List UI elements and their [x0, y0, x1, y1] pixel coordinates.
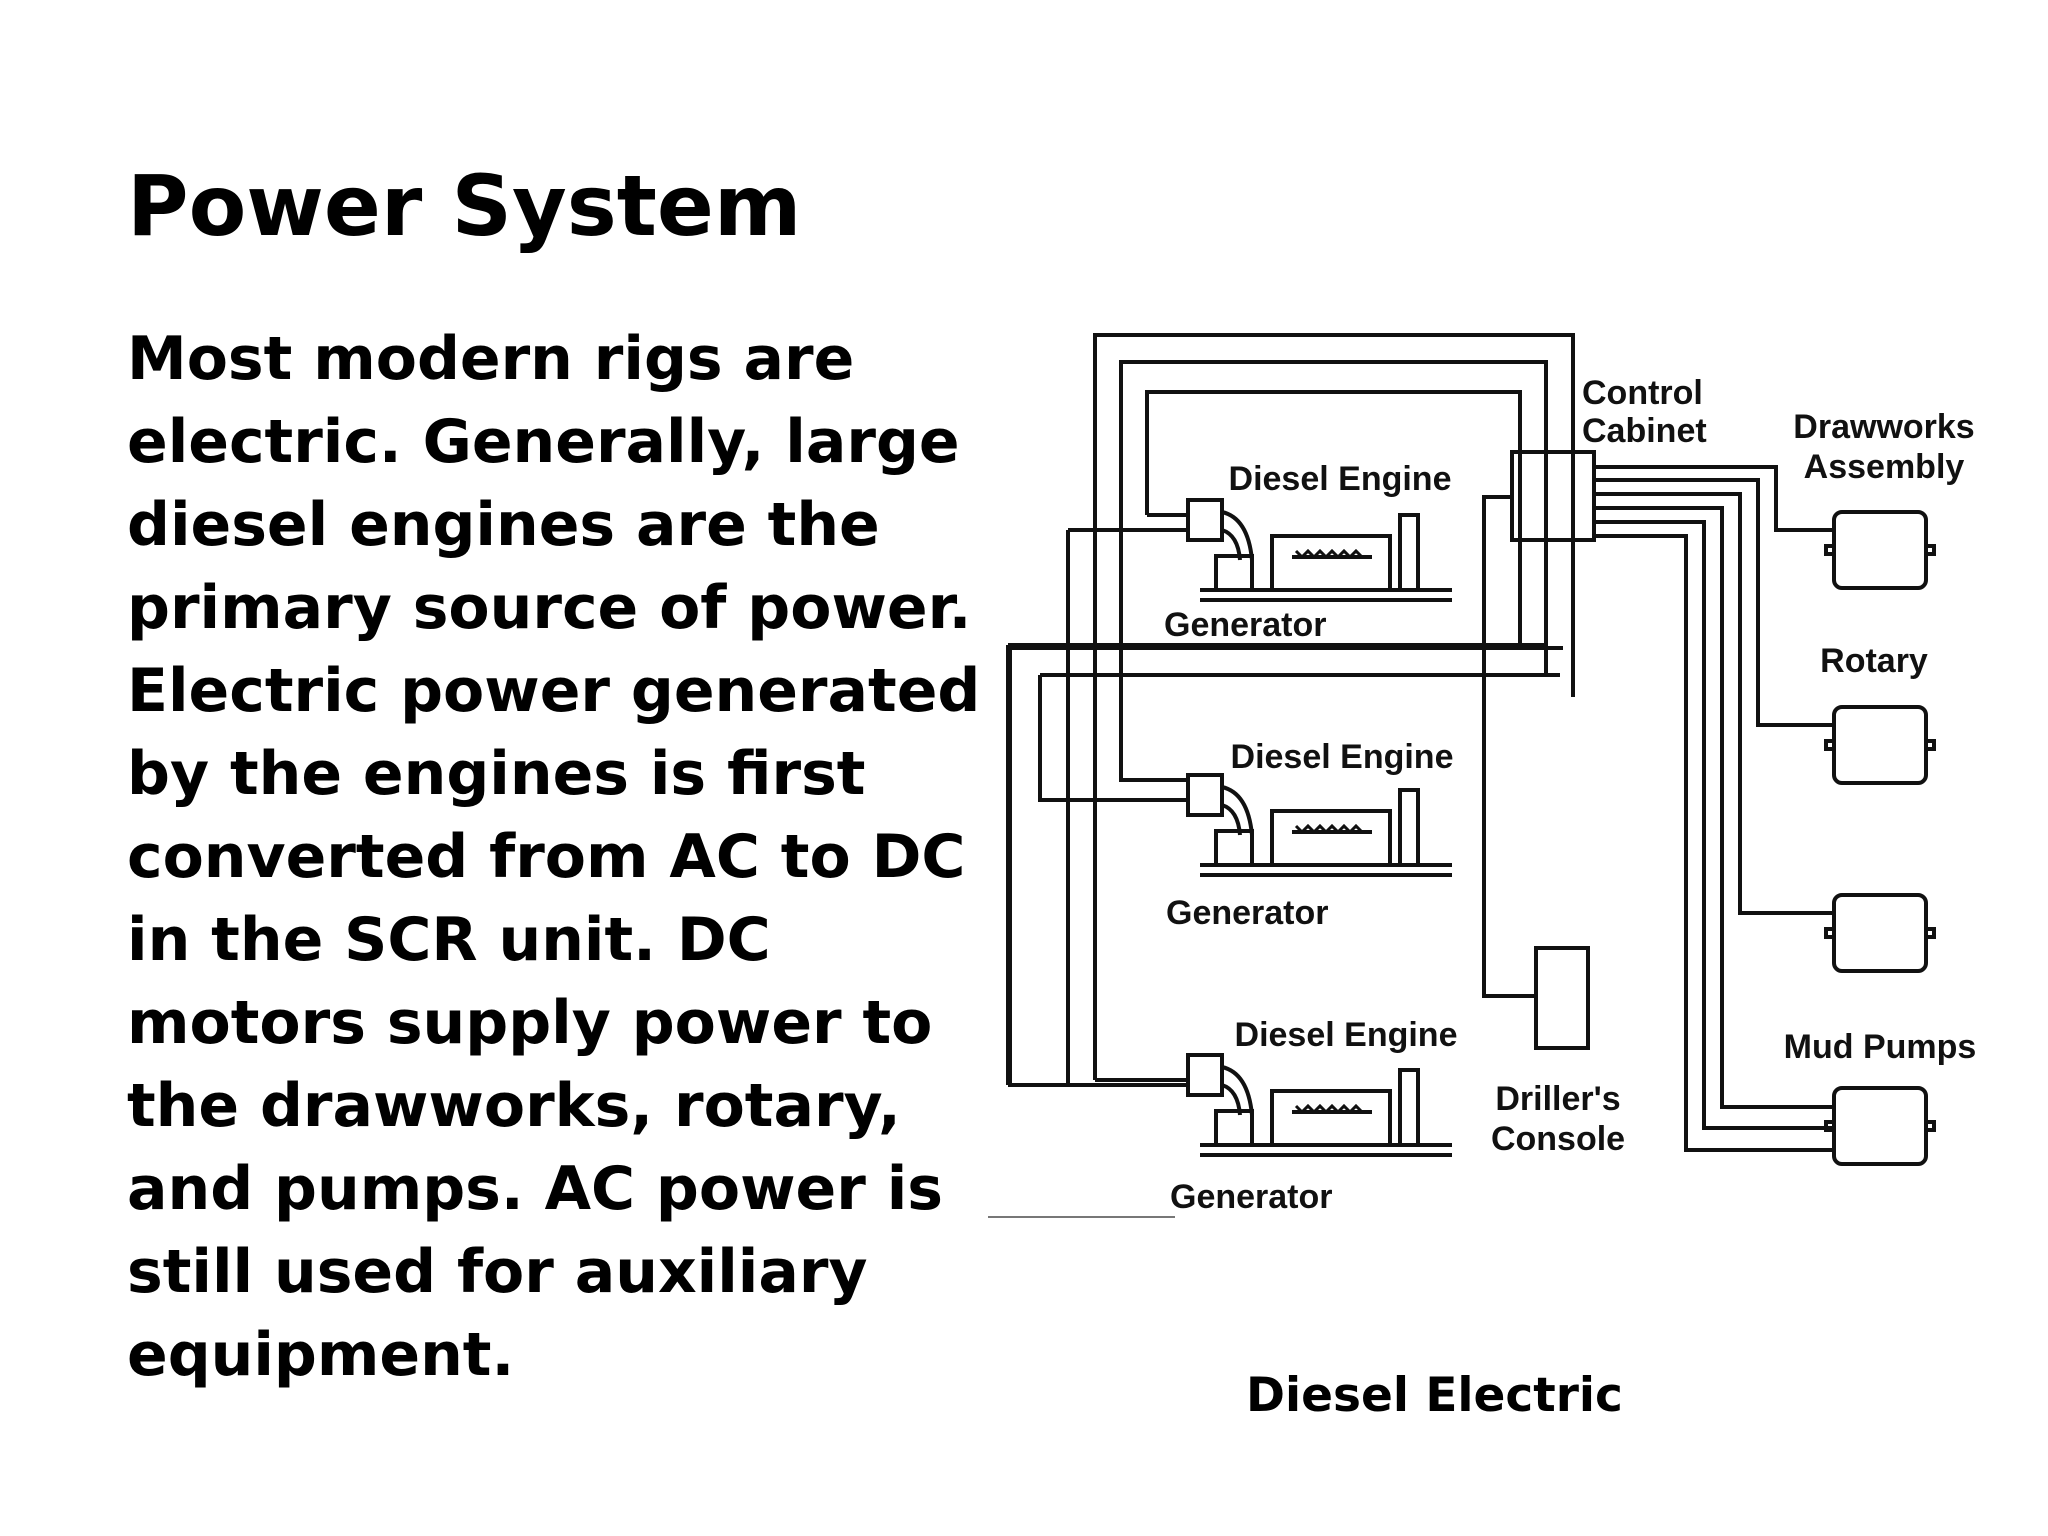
drillers-console-box	[1534, 946, 1590, 1050]
label-drillers-console-line2: Console	[1491, 1120, 1625, 1158]
engine-generator-set-2	[1186, 773, 1452, 877]
engine-generator-set-3	[1186, 1053, 1452, 1157]
label-generator-3: Generator	[1170, 1178, 1333, 1216]
bus-lines	[1006, 333, 1834, 1152]
label-drillers-console-line1: Driller's	[1495, 1080, 1620, 1118]
control-cabinet-box	[1510, 450, 1596, 542]
motor-mud-pump-2	[1824, 1086, 1936, 1166]
label-drawworks-line2: Assembly	[1804, 448, 1965, 486]
label-generator-1: Generator	[1164, 606, 1327, 644]
label-diesel-engine-1: Diesel Engine	[1229, 460, 1452, 498]
label-diesel-engine-2: Diesel Engine	[1231, 738, 1454, 776]
diagram-caption: Diesel Electric	[1246, 1368, 1623, 1423]
label-drawworks-line1: Drawworks	[1793, 408, 1974, 446]
label-control-cabinet-line2: Cabinet	[1582, 412, 1707, 450]
label-rotary: Rotary	[1820, 642, 1928, 680]
motor-mud-pump-1	[1824, 893, 1936, 973]
engine-generator-set-1	[1186, 498, 1452, 602]
motor-drawworks	[1824, 510, 1936, 590]
slide-title: Power System	[127, 157, 802, 255]
slide-body-text: Most modern rigs are electric. Generally…	[127, 324, 981, 1390]
motor-rotary	[1824, 705, 1936, 785]
label-generator-2: Generator	[1166, 894, 1329, 932]
label-diesel-engine-3: Diesel Engine	[1235, 1016, 1458, 1054]
label-control-cabinet-line1: Control	[1582, 374, 1703, 412]
label-mud-pumps: Mud Pumps	[1784, 1028, 1977, 1066]
